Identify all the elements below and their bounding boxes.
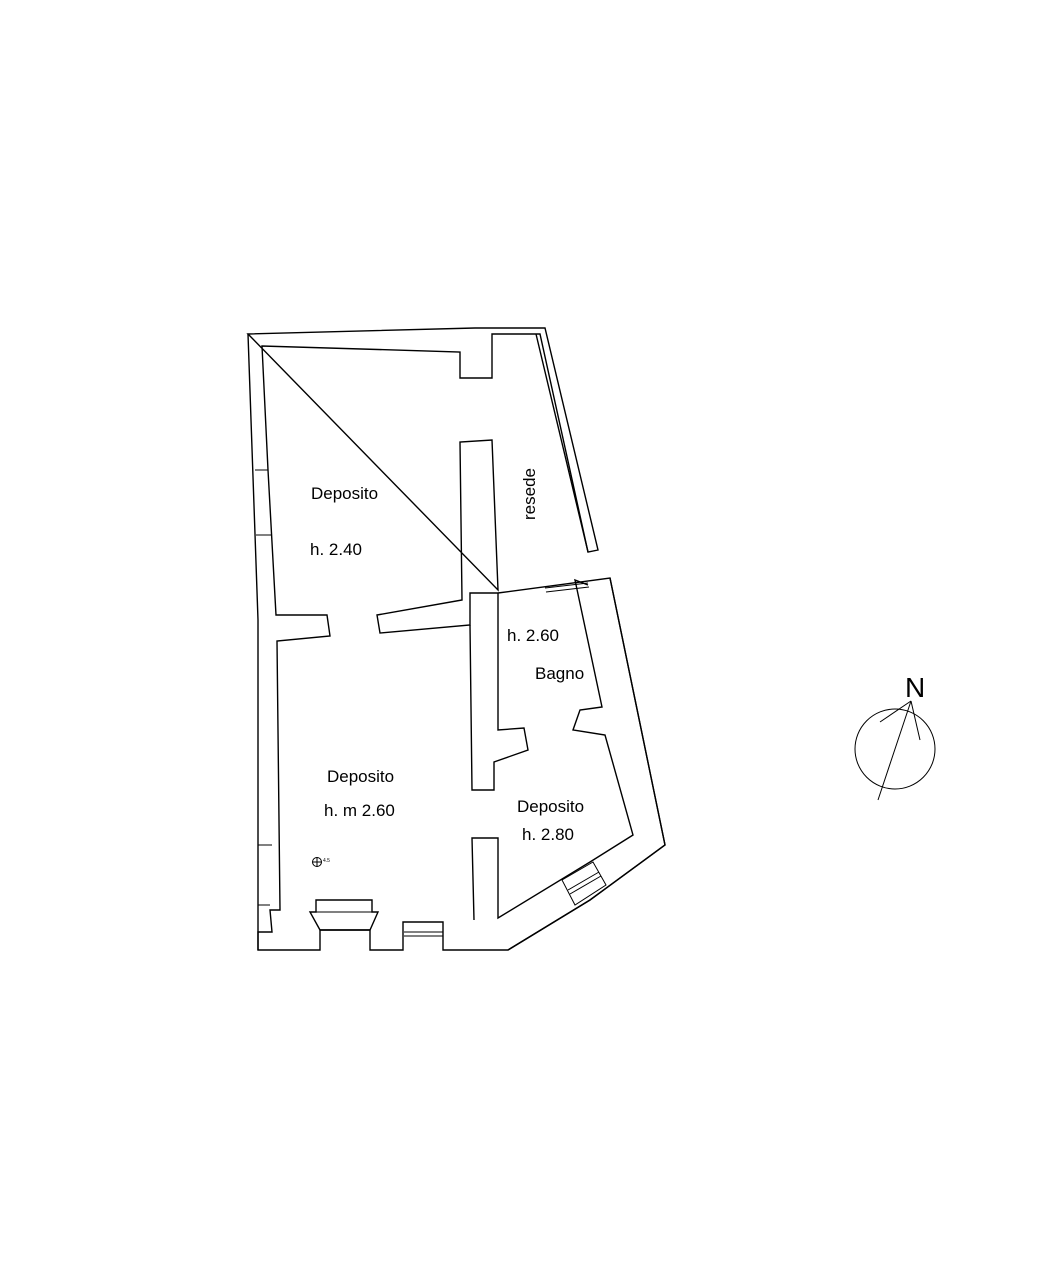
room-label-bagno: Bagno	[535, 664, 584, 683]
compass-north-label: N	[905, 672, 925, 703]
compass-needle	[877, 700, 912, 801]
window-bottom-right	[561, 861, 607, 906]
room-label-deposito-top: Deposito	[311, 484, 378, 503]
elevation-marker: 4.5	[312, 857, 330, 867]
outer-wall-outline	[246, 327, 666, 951]
room-height-deposito-bottom: h. m 2.60	[324, 801, 395, 820]
partition-central	[469, 593, 529, 791]
room-label-deposito-bottom: Deposito	[327, 767, 394, 786]
exterior-wall-right	[507, 577, 666, 951]
compass-arrow-right	[910, 700, 921, 741]
window-bottom-right-line	[567, 871, 600, 891]
window-bottom-right-line-2	[569, 875, 602, 895]
room-label-deposito-right: Deposito	[517, 797, 584, 816]
room-height-deposito-right: h. 2.80	[522, 825, 574, 844]
window-bagno-top	[544, 582, 589, 589]
room-height-deposito-top: h. 2.40	[310, 540, 362, 559]
north-compass: N	[854, 672, 936, 801]
area-label-resede: resede	[520, 468, 539, 520]
compass-arrow-left	[879, 700, 912, 723]
partition-bagno-right	[471, 578, 634, 921]
elevation-marker-label: 4.5	[323, 858, 330, 864]
resede-wall-inner	[535, 333, 589, 553]
window-bagno-top-2	[545, 586, 590, 593]
exterior-wall-left	[247, 333, 259, 950]
room-height-bagno: h. 2.60	[507, 626, 559, 645]
entrance-step	[308, 899, 380, 931]
compass-circle	[854, 708, 936, 790]
